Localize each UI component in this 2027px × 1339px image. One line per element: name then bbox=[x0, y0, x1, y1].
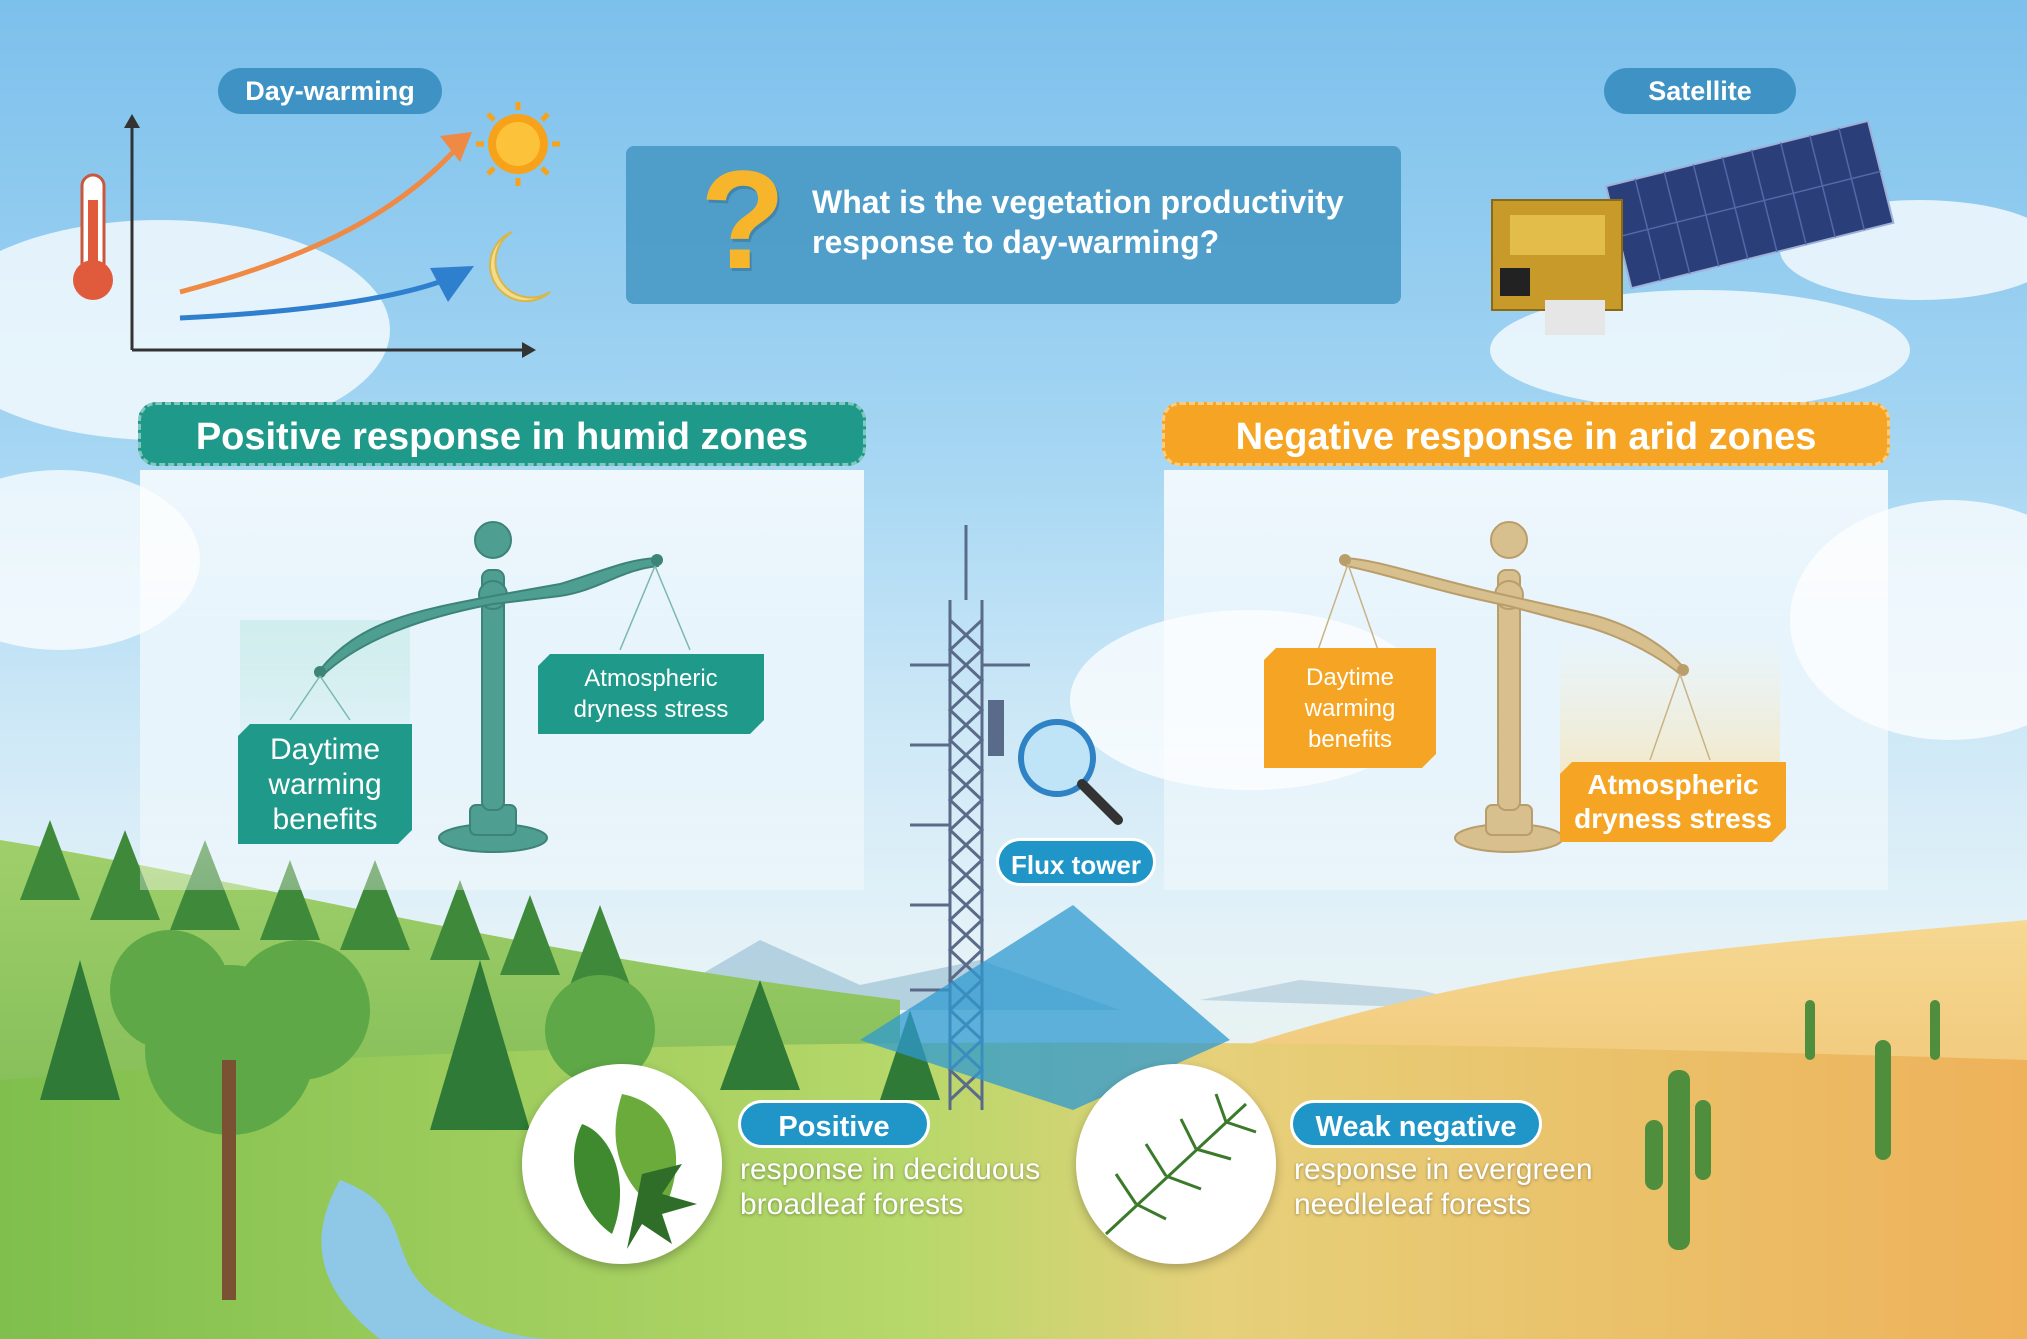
needleleaf-response-text: response in evergreen needleleaf forests bbox=[1294, 1152, 1593, 1222]
humid-benefit-tag: Daytime warming benefits bbox=[238, 724, 412, 844]
research-question: What is the vegetation productivity resp… bbox=[812, 184, 1344, 260]
broadleaf-circle bbox=[522, 1064, 722, 1264]
positive-badge: Positive bbox=[738, 1100, 930, 1148]
question-mark-icon: ? bbox=[700, 141, 786, 298]
humid-stress-tag: Atmospheric dryness stress bbox=[538, 654, 764, 734]
broadleaf-icon bbox=[573, 1094, 697, 1249]
broadleaf-response-line2: broadleaf forests bbox=[740, 1188, 964, 1221]
needleleaf-response-line2: needleleaf forests bbox=[1294, 1188, 1531, 1221]
arid-zone-header: Negative response in arid zones bbox=[1162, 402, 1890, 466]
weak-negative-badge: Weak negative bbox=[1290, 1100, 1542, 1148]
question-box bbox=[626, 146, 1401, 304]
flux-tower-label: Flux tower bbox=[996, 838, 1156, 886]
broadleaf-response-text: response in deciduous broadleaf forests bbox=[740, 1152, 1040, 1222]
humid-zone-header: Positive response in humid zones bbox=[138, 402, 866, 466]
arid-benefit-tag: Daytime warming benefits bbox=[1264, 648, 1436, 768]
arid-stress-tag: Atmospheric dryness stress bbox=[1560, 762, 1786, 842]
day-warming-label: Day-warming bbox=[218, 68, 442, 114]
broadleaf-response-line1: response in deciduous bbox=[740, 1153, 1041, 1186]
satellite-label: Satellite bbox=[1604, 68, 1796, 114]
needleleaf-response-line1: response in evergreen bbox=[1294, 1153, 1593, 1186]
needleleaf-circle bbox=[1076, 1064, 1276, 1264]
needleleaf-icon bbox=[1104, 1093, 1257, 1236]
